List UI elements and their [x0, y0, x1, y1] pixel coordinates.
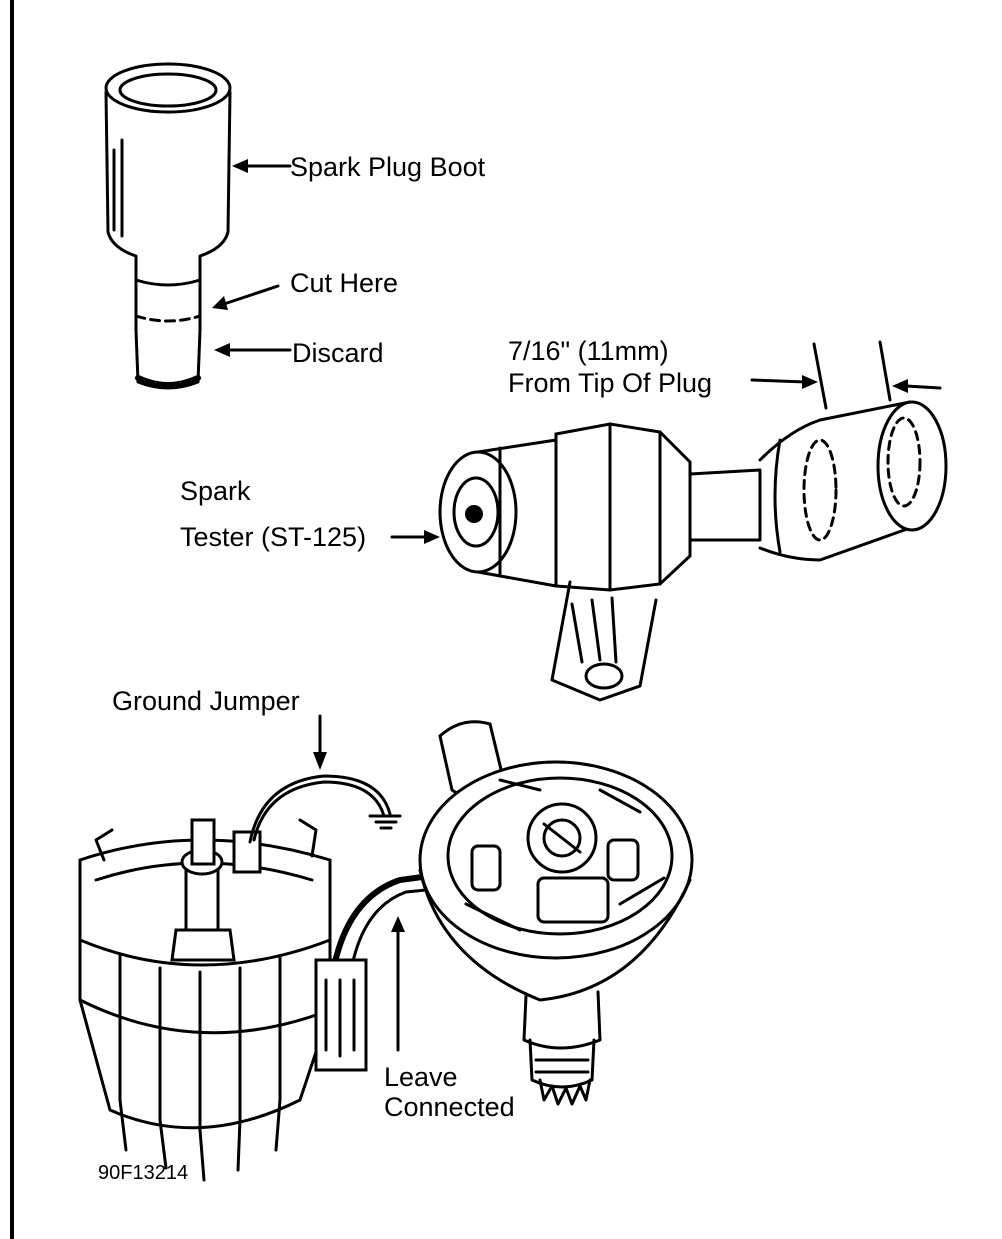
dimension-label-line1: 7/16" (11mm)	[508, 336, 669, 366]
spark-tester-label-line2: Tester (ST-125)	[180, 522, 366, 552]
dimension-lines	[750, 340, 942, 410]
leave-connected-arrow	[391, 916, 405, 1052]
spark-plug-boot-illustration	[104, 62, 232, 390]
spark-plug-boot-label: Spark Plug Boot	[290, 152, 486, 182]
cut-here-label: Cut Here	[290, 268, 398, 298]
leave-connected-label-line1: Leave	[384, 1062, 458, 1092]
figure-id-label: 90F13214	[98, 1162, 188, 1184]
spark-plug-boot-arrow	[232, 159, 292, 173]
wiring-harness	[314, 871, 448, 1072]
cut-here-arrow	[212, 284, 280, 310]
spark-tester-illustration	[438, 400, 948, 702]
discard-arrow	[214, 343, 292, 357]
leave-connected-label-line2: Connected	[384, 1092, 515, 1122]
spark-tester-arrow	[390, 530, 440, 544]
distributor-cap-illustration	[78, 818, 332, 1182]
discard-label: Discard	[292, 338, 384, 368]
dimension-label-line2: From Tip Of Plug	[508, 368, 712, 398]
distributor-body-illustration	[418, 720, 694, 1106]
spark-tester-label-line1: Spark	[180, 476, 251, 506]
ground-jumper-label: Ground Jumper	[112, 686, 300, 716]
ground-jumper-wire	[248, 714, 402, 844]
